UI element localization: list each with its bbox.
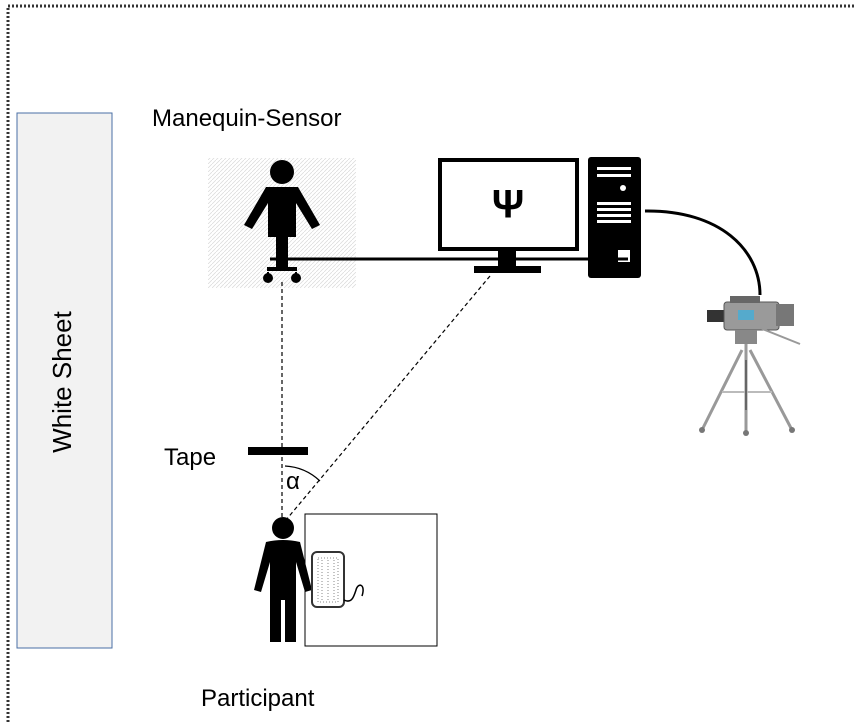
white-sheet-label: White Sheet bbox=[47, 310, 77, 452]
video-camera-tripod-icon bbox=[699, 296, 801, 436]
tape-marker bbox=[248, 447, 308, 455]
psi-symbol: Ψ bbox=[492, 183, 524, 227]
camera-cable bbox=[644, 209, 762, 296]
white-sheet-panel bbox=[16, 112, 113, 649]
angle-arc bbox=[284, 465, 321, 482]
white-sheet: White Sheet bbox=[16, 112, 113, 649]
tape-label: Tape bbox=[164, 444, 216, 471]
angle-label: α bbox=[286, 468, 300, 495]
monitor-icon: Ψ bbox=[438, 158, 579, 273]
mannequin-sensor-icon bbox=[208, 158, 356, 288]
keypad-icon bbox=[311, 551, 364, 608]
computer-tower-icon bbox=[588, 157, 641, 278]
outer-frame-border bbox=[6, 4, 856, 727]
manequin-sensor-label: Manequin-Sensor bbox=[152, 105, 341, 132]
participant-icon bbox=[254, 517, 312, 642]
sight-line-diagonal bbox=[285, 275, 491, 521]
participant-label: Participant bbox=[201, 685, 315, 712]
